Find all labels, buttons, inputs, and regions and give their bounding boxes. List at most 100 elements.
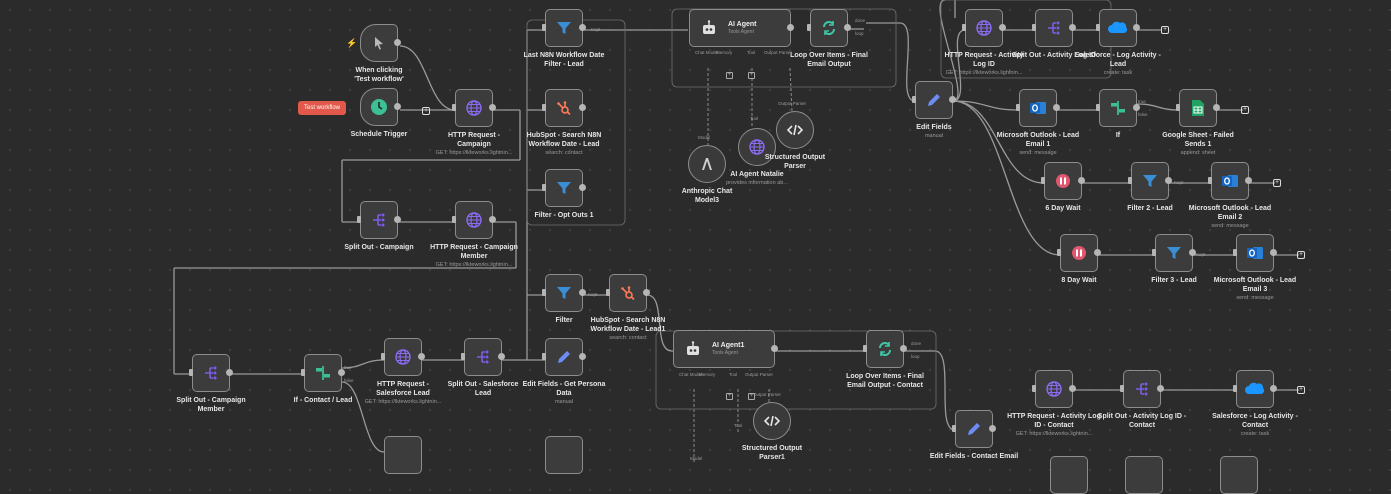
input-handle[interactable] [381,353,385,360]
output-handle[interactable] [489,104,496,111]
input-handle[interactable] [542,353,546,360]
input-handle[interactable] [542,104,546,111]
output-handle[interactable] [1165,177,1172,184]
input-handle[interactable] [1032,24,1036,31]
workflow-node[interactable] [452,89,496,127]
workflow-node[interactable] [1050,456,1088,494]
input-handle[interactable] [1016,104,1020,111]
workflow-node[interactable] [542,274,586,312]
workflow-node[interactable] [1016,89,1060,127]
input-handle[interactable] [807,24,811,31]
workflow-node[interactable] [1032,9,1076,47]
workflow-node[interactable] [1208,162,1252,200]
workflow-node[interactable] [912,81,956,119]
input-handle[interactable] [1208,177,1212,184]
input-handle[interactable] [1096,24,1100,31]
workflow-node[interactable] [962,9,1006,47]
output-handle[interactable] [394,39,401,46]
output-handle[interactable] [579,104,586,111]
workflow-node[interactable] [1096,9,1140,47]
workflow-node[interactable] [1057,234,1101,272]
output-handle[interactable] [579,353,586,360]
output-handle[interactable] [989,425,996,432]
workflow-node[interactable] [1125,456,1163,494]
workflow-node[interactable] [1128,162,1172,200]
workflow-node[interactable] [1152,234,1196,272]
output-handle[interactable] [771,345,778,352]
output-handle[interactable] [949,96,956,103]
output-handle[interactable] [579,289,586,296]
add-node-button[interactable]: + [422,107,430,115]
input-handle[interactable] [1057,249,1061,256]
workflow-node[interactable] [189,354,233,392]
workflow-node[interactable] [807,9,851,47]
input-handle[interactable] [1128,177,1132,184]
output-handle[interactable] [1189,249,1196,256]
workflow-node[interactable] [542,169,586,207]
output-handle[interactable] [787,24,794,31]
input-handle[interactable] [1041,177,1045,184]
output-handle[interactable] [418,353,425,360]
input-handle[interactable] [542,289,546,296]
workflow-node[interactable] [545,436,583,474]
test-workflow-button[interactable]: Test workflow [298,101,347,115]
workflow-node[interactable] [301,354,345,392]
input-handle[interactable] [1096,104,1100,111]
output-handle[interactable] [1078,177,1085,184]
input-handle[interactable] [962,24,966,31]
add-node-button[interactable]: + [1297,386,1305,394]
output-handle[interactable] [1053,104,1060,111]
input-handle[interactable] [452,216,456,223]
output-handle[interactable] [1094,249,1101,256]
workflow-node[interactable] [1233,234,1277,272]
add-sub-node-button[interactable]: + [748,72,755,79]
input-handle[interactable] [1152,249,1156,256]
output-handle[interactable] [226,369,233,376]
workflow-node[interactable] [381,338,425,376]
workflow-node[interactable] [542,89,586,127]
workflow-node[interactable] [542,9,586,47]
output-handle[interactable] [1213,104,1220,111]
input-handle[interactable] [1120,385,1124,392]
input-handle[interactable] [452,104,456,111]
workflow-node[interactable] [1220,456,1258,494]
input-handle[interactable] [301,369,305,376]
workflow-node[interactable] [952,410,996,448]
input-handle[interactable] [542,184,546,191]
workflow-node[interactable] [1120,370,1164,408]
output-handle[interactable] [579,24,586,31]
workflow-node[interactable] [360,24,401,62]
workflow-node[interactable] [606,274,650,312]
input-handle[interactable] [1233,385,1237,392]
output-handle[interactable] [1270,385,1277,392]
output-handle[interactable] [1069,24,1076,31]
output-handle[interactable] [643,289,650,296]
output-handle[interactable] [844,24,851,31]
input-handle[interactable] [189,369,193,376]
add-node-button[interactable]: + [1241,106,1249,114]
input-handle[interactable] [912,96,916,103]
output-handle[interactable] [394,103,401,110]
workflow-node[interactable] [360,88,401,126]
input-handle[interactable] [461,353,465,360]
workflow-node[interactable] [357,201,401,239]
output-handle[interactable] [489,216,496,223]
workflow-node[interactable] [753,402,791,440]
add-sub-node-button[interactable]: + [748,393,755,400]
output-handle[interactable] [579,184,586,191]
output-handle[interactable] [1270,249,1277,256]
add-node-button[interactable]: + [1297,251,1305,259]
output-handle[interactable] [394,216,401,223]
workflow-node[interactable] [1032,370,1076,408]
output-handle[interactable] [1157,385,1164,392]
workflow-node[interactable] [1233,370,1277,408]
output-handle[interactable] [900,345,907,352]
input-handle[interactable] [1032,385,1036,392]
workflow-node[interactable] [738,128,776,166]
workflow-node[interactable] [863,330,907,368]
add-node-button[interactable]: + [1161,26,1169,34]
add-sub-node-button[interactable]: + [726,72,733,79]
workflow-node[interactable] [452,201,496,239]
